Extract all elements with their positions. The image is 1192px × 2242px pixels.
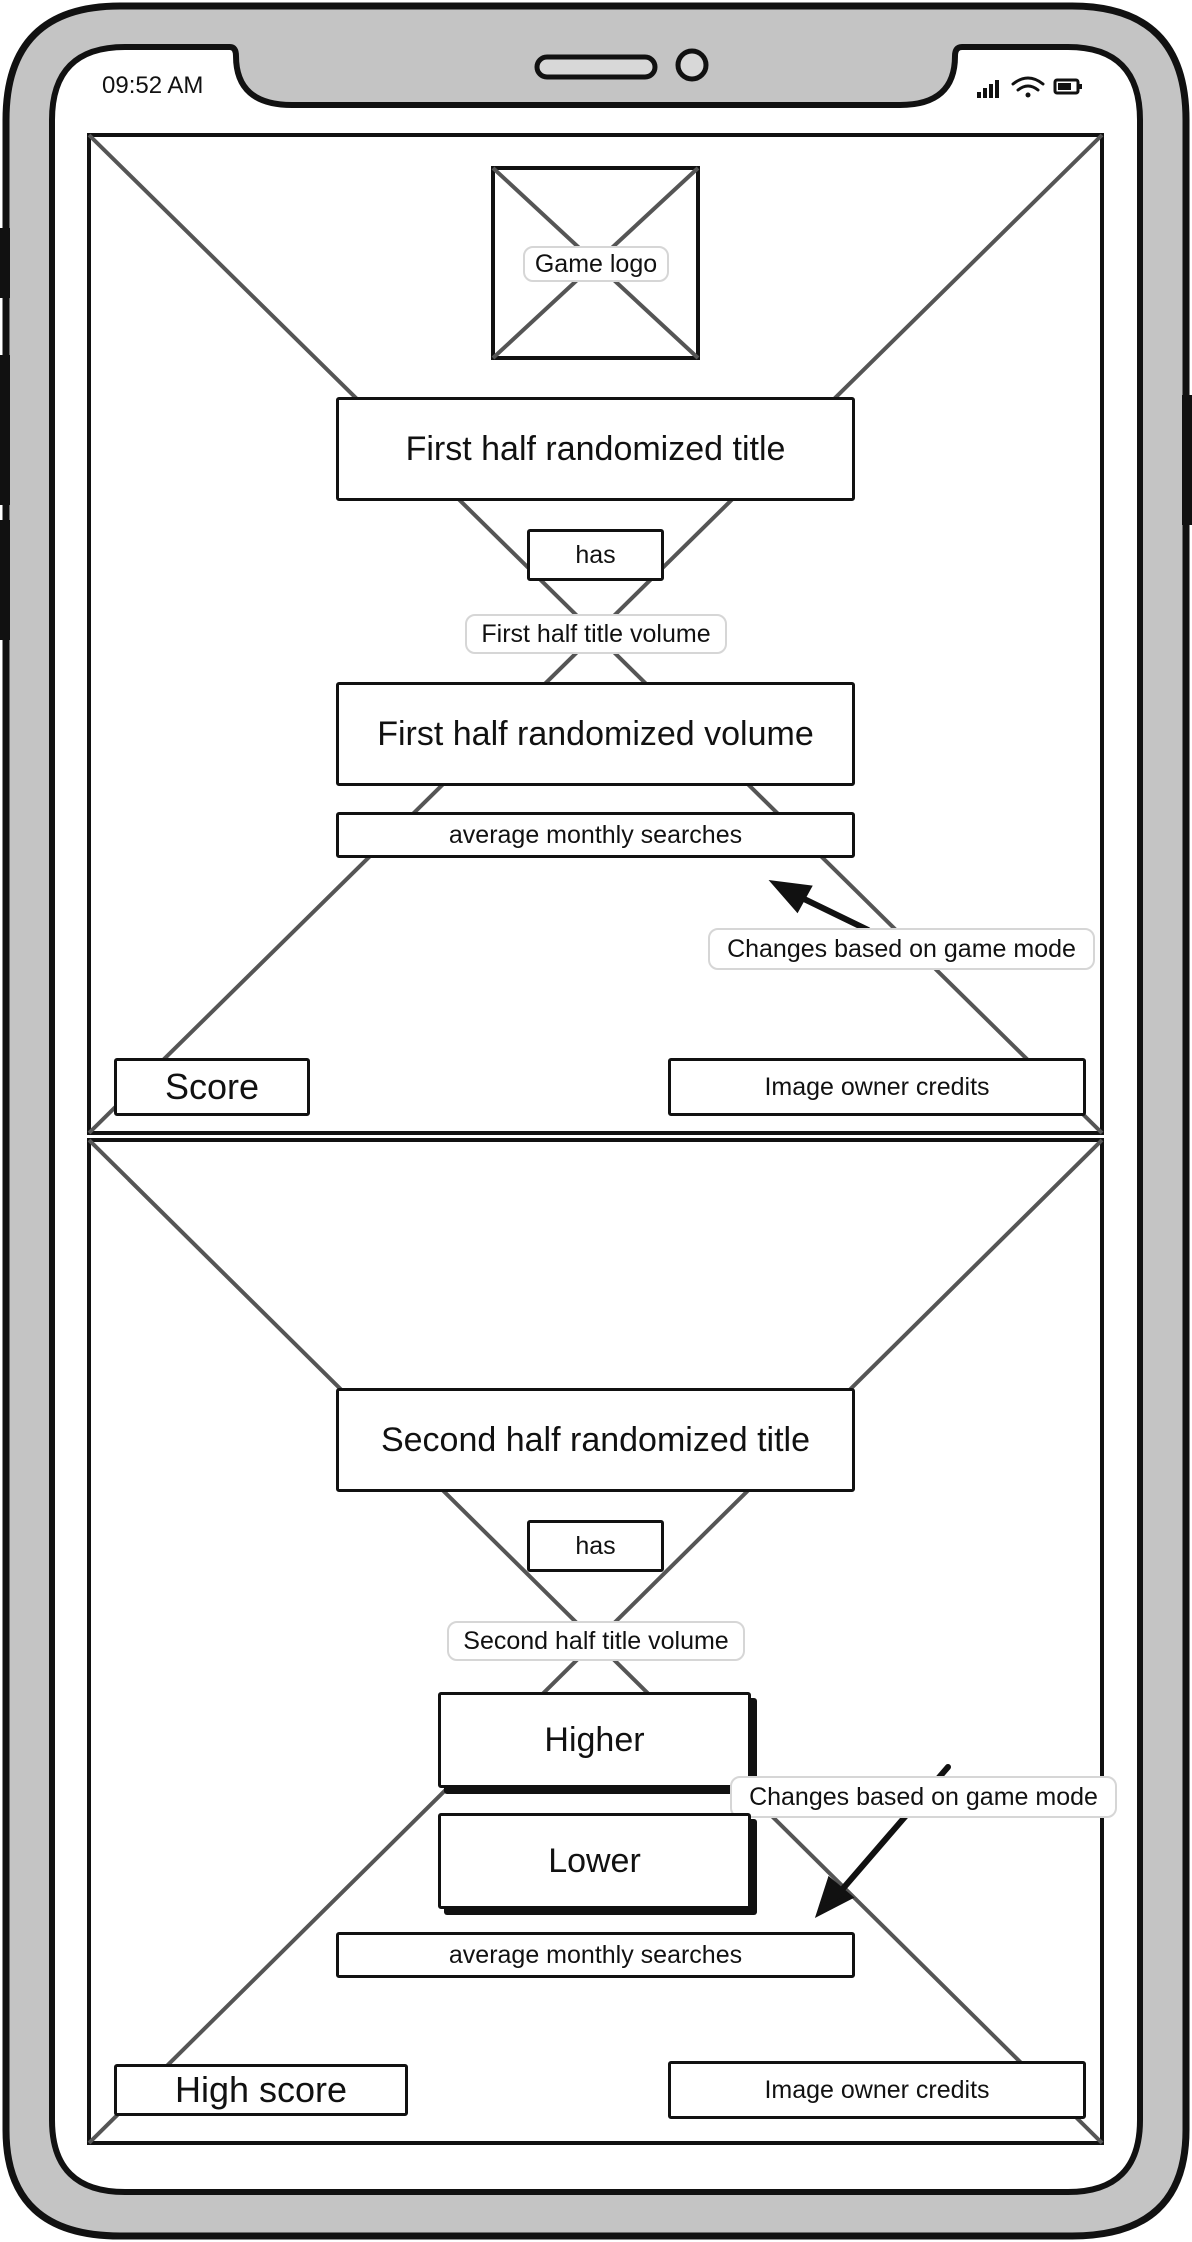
first-volume: First half randomized volume: [336, 682, 855, 786]
battery-icon: [1053, 78, 1082, 95]
signal-icon: [977, 80, 999, 98]
power-button: [1182, 395, 1192, 525]
game-logo-label: Game logo: [523, 246, 669, 282]
volume-button: [0, 520, 10, 640]
wifi-icon: [1011, 76, 1045, 98]
high-score-display: High score: [114, 2064, 408, 2116]
game-mode-note: Changes based on game mode: [708, 928, 1095, 970]
has-label: has: [527, 529, 664, 581]
second-title-volume-note: Second half title volume: [447, 1621, 745, 1661]
image-credits-link[interactable]: Image owner credits: [668, 2061, 1086, 2119]
volume-button: [0, 355, 10, 505]
camera-icon: [675, 48, 709, 82]
first-title: First half randomized title: [336, 397, 855, 501]
higher-button[interactable]: Higher: [438, 1692, 751, 1788]
second-metric-label: average monthly searches: [336, 1932, 855, 1978]
status-time: 09:52 AM: [102, 72, 204, 99]
image-credits-link[interactable]: Image owner credits: [668, 1058, 1086, 1116]
first-metric-label: average monthly searches: [336, 812, 855, 858]
game-mode-note: Changes based on game mode: [730, 1776, 1117, 1818]
has-label: has: [527, 1520, 664, 1572]
first-title-volume-note: First half title volume: [465, 614, 727, 654]
lower-button[interactable]: Lower: [438, 1813, 751, 1909]
second-title: Second half randomized title: [336, 1388, 855, 1492]
volume-button: [0, 228, 10, 298]
score-display: Score: [114, 1058, 310, 1116]
speaker-icon: [534, 54, 658, 80]
annotation-arrow: [768, 880, 871, 933]
